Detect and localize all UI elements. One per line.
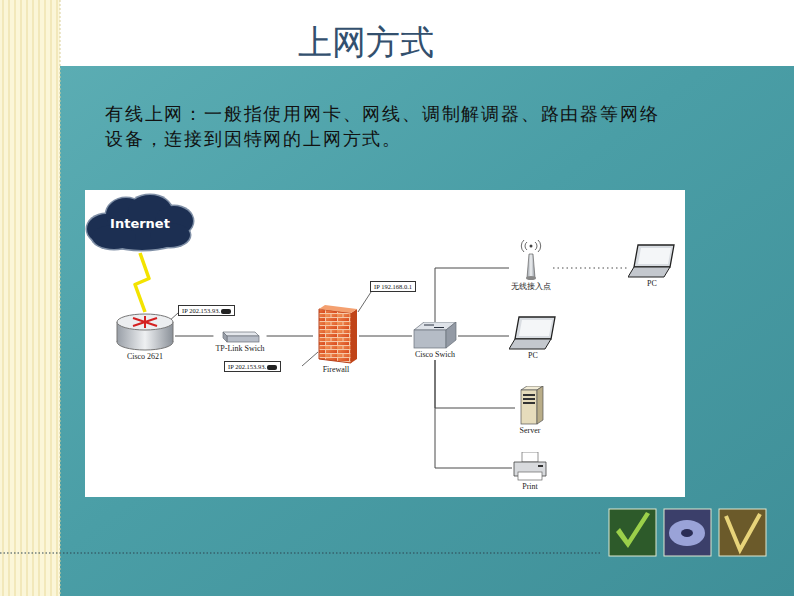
cable-link [435,268,509,322]
firewall: Firewall [313,305,359,375]
node-label: TP-Link Swich [213,344,266,354]
node-label: PC [645,279,659,289]
slide-title: 上网方式 [298,20,434,66]
laptop-pc: PC [628,243,676,289]
dotted-rule [0,553,600,554]
cable-link [175,336,213,337]
printer: Print [512,452,548,492]
switch: TP-Link Swich [213,330,266,354]
cloud-label-box: Internet [84,193,196,253]
switch-icon [219,330,261,344]
ip-callout: IP 202.153.93. [224,361,281,372]
core-switch-icon [412,322,458,350]
node-label: Server [518,426,543,436]
laptop-pc: PC [509,315,557,361]
router-icon [115,312,175,352]
server: Server [515,386,545,436]
access-point-icon [519,238,543,282]
cable-link [458,336,509,337]
access-point: 无线接入点 [509,238,553,292]
cable-link [359,336,412,337]
laptop-pc-icon [509,315,557,351]
router: Cisco 2621 [115,312,175,362]
wireless-link [553,268,628,269]
cable-link [267,336,313,337]
cable-link [435,360,512,468]
firewall-icon [313,305,359,365]
title-band [60,0,794,66]
strip-edge [60,0,61,596]
diagram-panel [85,190,685,497]
node-label: 无线接入点 [509,282,553,292]
striped-strip [0,0,60,596]
laptop-pc-icon [628,243,676,279]
node-label: Internet [110,216,170,231]
core-switch: Cisco Swich [412,322,458,360]
node-label: Cisco Swich [413,350,457,360]
printer-icon [512,452,548,482]
internet-cloud: Internet [84,193,196,253]
ip-callout: IP 202.153.93. [178,305,235,316]
server-icon [515,386,545,426]
node-label: Cisco 2621 [125,352,165,362]
body-text: 有线上网：一般指使用网卡、网线、调制解调器、路由器等网络设备，连接到因特网的上网… [105,101,665,151]
node-label: Print [520,482,540,492]
lightning-link [135,253,149,312]
ip-leader-lines [168,292,371,366]
node-label: PC [526,351,540,361]
cable-link [435,360,515,408]
node-label: Firewall [321,365,352,375]
nav-icons [609,509,766,556]
ip-callout: IP 192.168.0.1 [370,281,416,292]
